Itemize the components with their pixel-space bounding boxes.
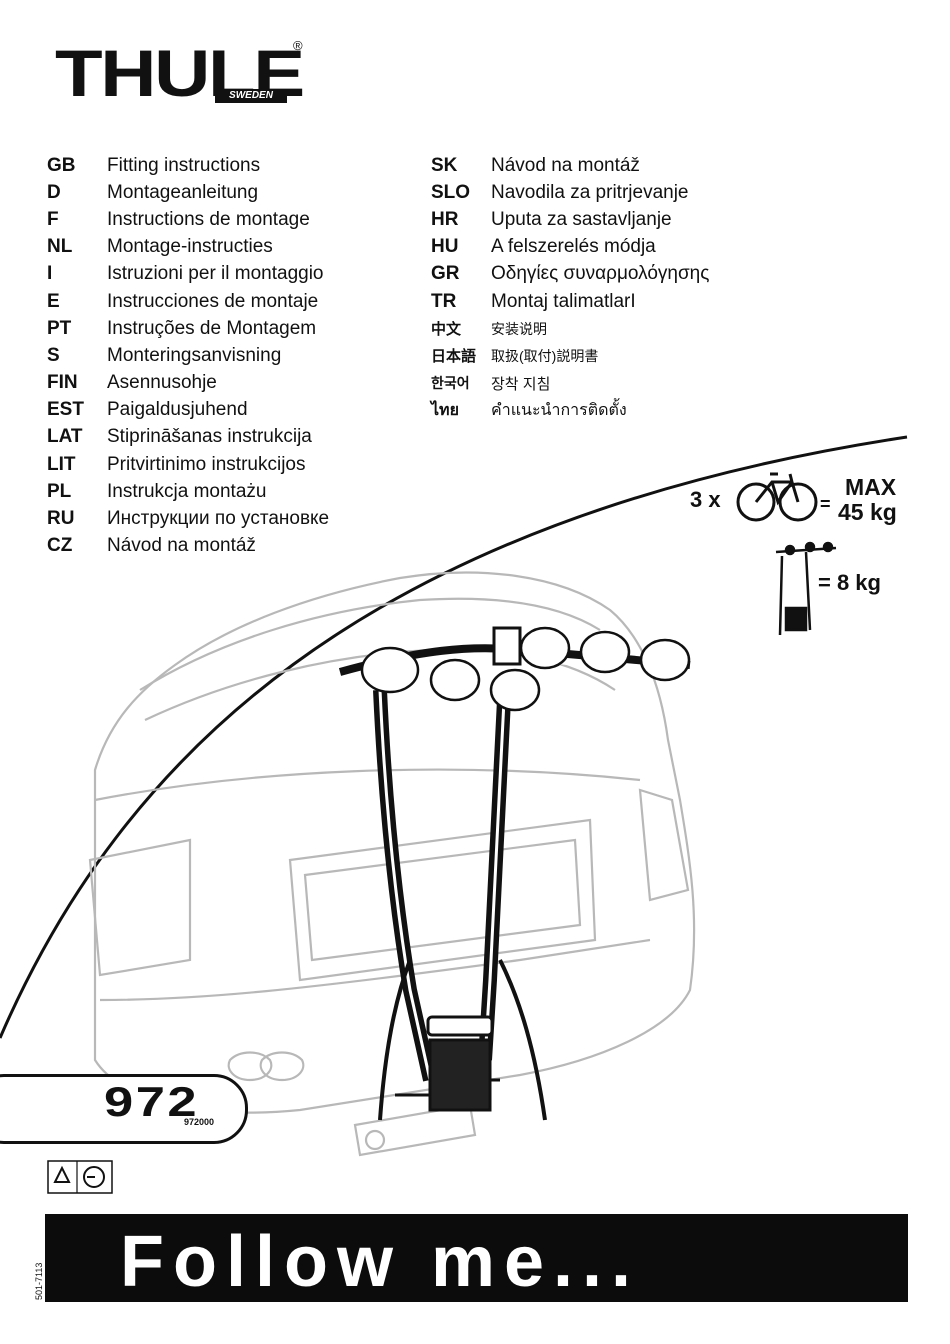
footer-banner xyxy=(45,1214,908,1302)
lang-code: F xyxy=(47,208,59,230)
lang-text: Monteringsanvisning xyxy=(107,344,282,366)
lang-text: Stiprināšanas instrukcija xyxy=(107,426,312,448)
lang-text: Fitting instructions xyxy=(107,154,261,176)
lang-text: Οδηγίες συναρμολόγησης xyxy=(491,263,710,285)
lang-code: SK xyxy=(431,154,458,176)
banner-text: Follow me... xyxy=(120,1222,641,1302)
lang-code: GR xyxy=(431,263,460,285)
lang-text: Instrukcja montażu xyxy=(107,480,267,502)
lang-text: Návod na montáž xyxy=(491,154,640,176)
document-code: 501-7113 xyxy=(34,1262,44,1300)
swoosh-curve xyxy=(0,435,908,1039)
lang-code: I xyxy=(47,263,53,285)
lang-text: Paigaldusjuhend xyxy=(107,399,248,421)
lang-code: PL xyxy=(47,480,72,502)
lang-code: GB xyxy=(47,154,76,176)
lang-code: PT xyxy=(47,317,72,339)
list-item: NL Montage-instructies xyxy=(47,234,329,261)
model-badge xyxy=(0,1074,248,1144)
lang-text: Montaj talimatlarI xyxy=(491,290,636,312)
list-item: SLO Navodila za pritrjevanje xyxy=(431,179,709,206)
lang-text: Návod na montáž xyxy=(107,535,256,557)
list-item: ไทย คำแนะนำการติดตั้ง xyxy=(431,397,709,424)
brand-registered: ® xyxy=(293,38,303,53)
lang-code: EST xyxy=(47,399,84,421)
list-item: RU Инструкции по установке xyxy=(47,505,329,532)
lang-text: Montage-instructies xyxy=(107,236,273,258)
lang-code: 日本語 xyxy=(431,348,477,366)
lang-code: RU xyxy=(47,508,75,530)
list-item: TR Montaj talimatlarI xyxy=(431,288,709,315)
lang-code: S xyxy=(47,344,60,366)
list-item: GB Fitting instructions xyxy=(47,152,329,179)
list-item: 한국어 장착 지침 xyxy=(431,370,709,397)
lang-text: Asennusohje xyxy=(107,372,217,394)
list-item: LIT Pritvirtinimo instrukcijos xyxy=(47,451,329,478)
bike-holder-illustration xyxy=(360,626,691,712)
lang-text: 取扱(取付)説明書 xyxy=(491,347,599,364)
lang-text: Montageanleitung xyxy=(107,181,259,203)
lang-code: 中文 xyxy=(431,321,462,339)
list-item: 中文 安装说明 xyxy=(431,315,709,342)
list-item: EST Paigaldusjuhend xyxy=(47,397,329,424)
lang-text: A felszerelés módja xyxy=(491,236,656,258)
lang-code: LIT xyxy=(47,453,76,475)
lang-text: คำแนะนำการติดตั้ง xyxy=(491,401,627,419)
lang-code: CZ xyxy=(47,535,73,557)
lang-text: 安装说明 xyxy=(491,320,547,337)
lang-code: TR xyxy=(431,290,457,312)
lang-code: 한국어 xyxy=(431,375,470,392)
lang-code: LAT xyxy=(47,426,83,448)
bike-count: 3 x xyxy=(690,487,721,512)
brand-logo: THULE SWEDEN ® xyxy=(55,38,315,110)
car-illustration xyxy=(88,571,696,1157)
lang-text: Navodila za pritrjevanje xyxy=(491,181,689,203)
lang-text: Инструкции по установке xyxy=(107,508,330,530)
max-weight: 45 kg xyxy=(838,499,897,525)
list-item: CZ Návod na montáž xyxy=(47,533,329,560)
lang-code: SLO xyxy=(431,181,471,203)
lang-text: Instruções de Montagem xyxy=(107,317,317,339)
list-item: PL Instrukcja montażu xyxy=(47,478,329,505)
model-number: 972 xyxy=(104,1078,200,1125)
language-list-left: GB Fitting instructions D Montageanleitung… xyxy=(47,152,329,560)
list-item: I Istruzioni per il montaggio xyxy=(47,261,329,288)
list-item: PT Instruções de Montagem xyxy=(47,315,329,342)
list-item: HR Uputa za sastavljanje xyxy=(431,206,709,233)
lang-code: ไทย xyxy=(431,401,459,419)
rack-weight: = 8 kg xyxy=(818,570,881,595)
lang-text: Pritvirtinimo instrukcijos xyxy=(107,453,306,475)
lang-code: E xyxy=(47,290,60,312)
list-item: HU A felszerelés módja xyxy=(431,234,709,261)
list-item: LAT Stiprināšanas instrukcija xyxy=(47,424,329,451)
max-label: MAX xyxy=(845,474,897,500)
list-item: SK Návod na montáž xyxy=(431,152,709,179)
article-number: 972000 xyxy=(184,1117,215,1127)
list-item: S Monteringsanvisning xyxy=(47,342,329,369)
lang-code: FIN xyxy=(47,372,78,394)
list-item: E Instrucciones de montaje xyxy=(47,288,329,315)
list-item: D Montageanleitung xyxy=(47,179,329,206)
certification-icon xyxy=(47,1160,113,1194)
lang-code: HU xyxy=(431,236,459,258)
language-list-right: SK Návod na montáž SLO Navodila za pritrje… xyxy=(431,152,709,424)
rack-icon xyxy=(775,541,837,636)
list-item: F Instructions de montage xyxy=(47,206,329,233)
equals-sign: = xyxy=(820,494,831,514)
lang-text: Instructions de montage xyxy=(107,208,310,230)
lang-text: 장착 지침 xyxy=(491,375,551,393)
brand-sub: SWEDEN xyxy=(215,89,287,103)
list-item: FIN Asennusohje xyxy=(47,370,329,397)
lang-code: NL xyxy=(47,236,73,258)
lang-code: HR xyxy=(431,208,459,230)
lang-text: Uputa za sastavljanje xyxy=(491,208,672,230)
lang-text: Instrucciones de montaje xyxy=(107,290,319,312)
bike-icon xyxy=(736,472,818,522)
lang-code: D xyxy=(47,181,61,203)
lang-text: Istruzioni per il montaggio xyxy=(107,263,324,285)
list-item: GR Οδηγίες συναρμολόγησης xyxy=(431,261,709,288)
list-item: 日本語取扱(取付)説明書 xyxy=(431,342,709,369)
